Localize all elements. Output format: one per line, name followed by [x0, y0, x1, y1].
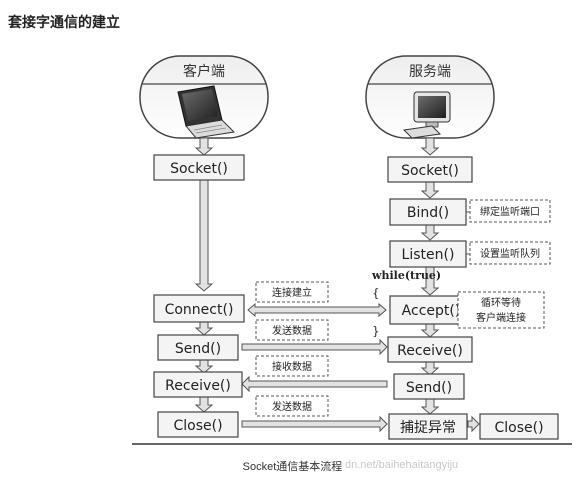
arrow-client-connect-send — [194, 321, 214, 336]
arrow-client-socket-connect — [194, 179, 214, 292]
server-socket-label: Socket() — [401, 163, 459, 179]
arrow-send-to-client-receive — [241, 375, 388, 393]
desktop-monitor-icon — [402, 91, 451, 139]
loop-brace-open: { — [372, 286, 380, 300]
arrow-close-exception — [241, 415, 388, 433]
laptop-icon — [177, 85, 236, 139]
client-steps: Socket() Connect() Send() Receive() Clos… — [153, 154, 245, 438]
server-close-label: Close() — [494, 420, 543, 436]
bind-note-box — [469, 199, 551, 223]
arrow-server-send-exception — [420, 398, 440, 415]
horizontal-message-arrows — [241, 302, 480, 433]
send-data-message-box-1 — [255, 319, 329, 341]
client-receive-box — [153, 371, 243, 398]
watermark: dn.net/baihehaitangyiju — [345, 459, 459, 471]
client-send-label: Send() — [175, 341, 221, 357]
client-title: 客户端 — [183, 63, 225, 80]
send-data-message-2: 发送数据 — [272, 400, 312, 413]
connect-message-box — [255, 281, 329, 303]
server-listen-label: Listen() — [402, 247, 455, 263]
client-receive-label: Receive() — [165, 378, 231, 394]
arrow-server-accept-receive — [420, 323, 440, 338]
server-send-label: Send() — [406, 380, 452, 396]
server-bind-label: Bind() — [407, 205, 449, 221]
server-header: 服务端 — [365, 55, 495, 139]
accept-note-line1: 循环等待 — [481, 296, 521, 309]
vertical-flow-arrows — [194, 137, 440, 415]
server-title: 服务端 — [409, 64, 451, 80]
client-header: 客户端 — [139, 55, 269, 139]
diagram-caption: Socket通信基本流程 — [242, 461, 343, 473]
server-accept-label: Accept() — [402, 303, 461, 319]
arrow-server-header-socket — [420, 137, 440, 156]
arrow-client-receive-close — [194, 396, 214, 413]
page-heading: 套接字通信的建立 — [8, 15, 120, 31]
socket-flow-diagram: 客户端 服务端 — [132, 52, 572, 452]
accept-note-line2: 客户端连接 — [476, 311, 526, 324]
client-connect-label: Connect() — [165, 302, 234, 318]
client-connect-box — [153, 294, 245, 323]
client-send-box — [157, 334, 239, 361]
send-data-message-box-2 — [255, 395, 329, 417]
message-labels: 连接建立 发送数据 接收数据 发送数据 — [255, 281, 329, 417]
server-receive-box — [387, 336, 473, 363]
server-notes: 绑定监听端口 设置监听队列 循环等待 客户端连接 — [457, 199, 551, 329]
server-exception-label: 捕捉异常 — [400, 420, 456, 436]
arrow-exception-close — [467, 415, 480, 433]
server-socket-box — [387, 156, 473, 183]
arrow-client-header-socket — [194, 137, 214, 156]
arrow-server-socket-bind — [420, 181, 440, 199]
client-close-box — [157, 411, 239, 438]
arrow-client-send-receive — [194, 359, 214, 374]
receive-data-message-box — [255, 355, 329, 377]
server-receive-label: Receive() — [397, 343, 463, 359]
client-socket-label: Socket() — [170, 161, 228, 177]
arrow-send-receive — [241, 338, 388, 356]
accept-note-box — [457, 291, 545, 329]
while-loop-label: while(true) — [371, 269, 441, 282]
client-close-label: Close() — [173, 418, 222, 434]
client-socket-box — [153, 154, 245, 181]
listen-note: 设置监听队列 — [480, 247, 540, 260]
server-bind-box — [389, 198, 467, 226]
arrow-server-receive-send — [420, 361, 440, 376]
connect-message: 连接建立 — [272, 286, 312, 299]
loop-brace-close: } — [372, 324, 380, 338]
server-close-box — [479, 413, 559, 440]
server-exception-box — [388, 413, 468, 440]
arrow-connect-accept — [247, 302, 387, 318]
receive-data-message: 接收数据 — [272, 360, 312, 373]
listen-note-box — [469, 241, 551, 265]
server-send-box — [393, 373, 465, 400]
arrow-server-listen-accept — [420, 266, 440, 296]
arrow-server-bind-listen — [420, 224, 440, 241]
send-data-message-1: 发送数据 — [272, 324, 312, 337]
server-steps: Socket() Bind() Listen() Accept() Receiv… — [387, 156, 559, 440]
diagram-canvas: 客户端 服务端 — [132, 55, 572, 445]
bind-note: 绑定监听端口 — [480, 205, 540, 218]
